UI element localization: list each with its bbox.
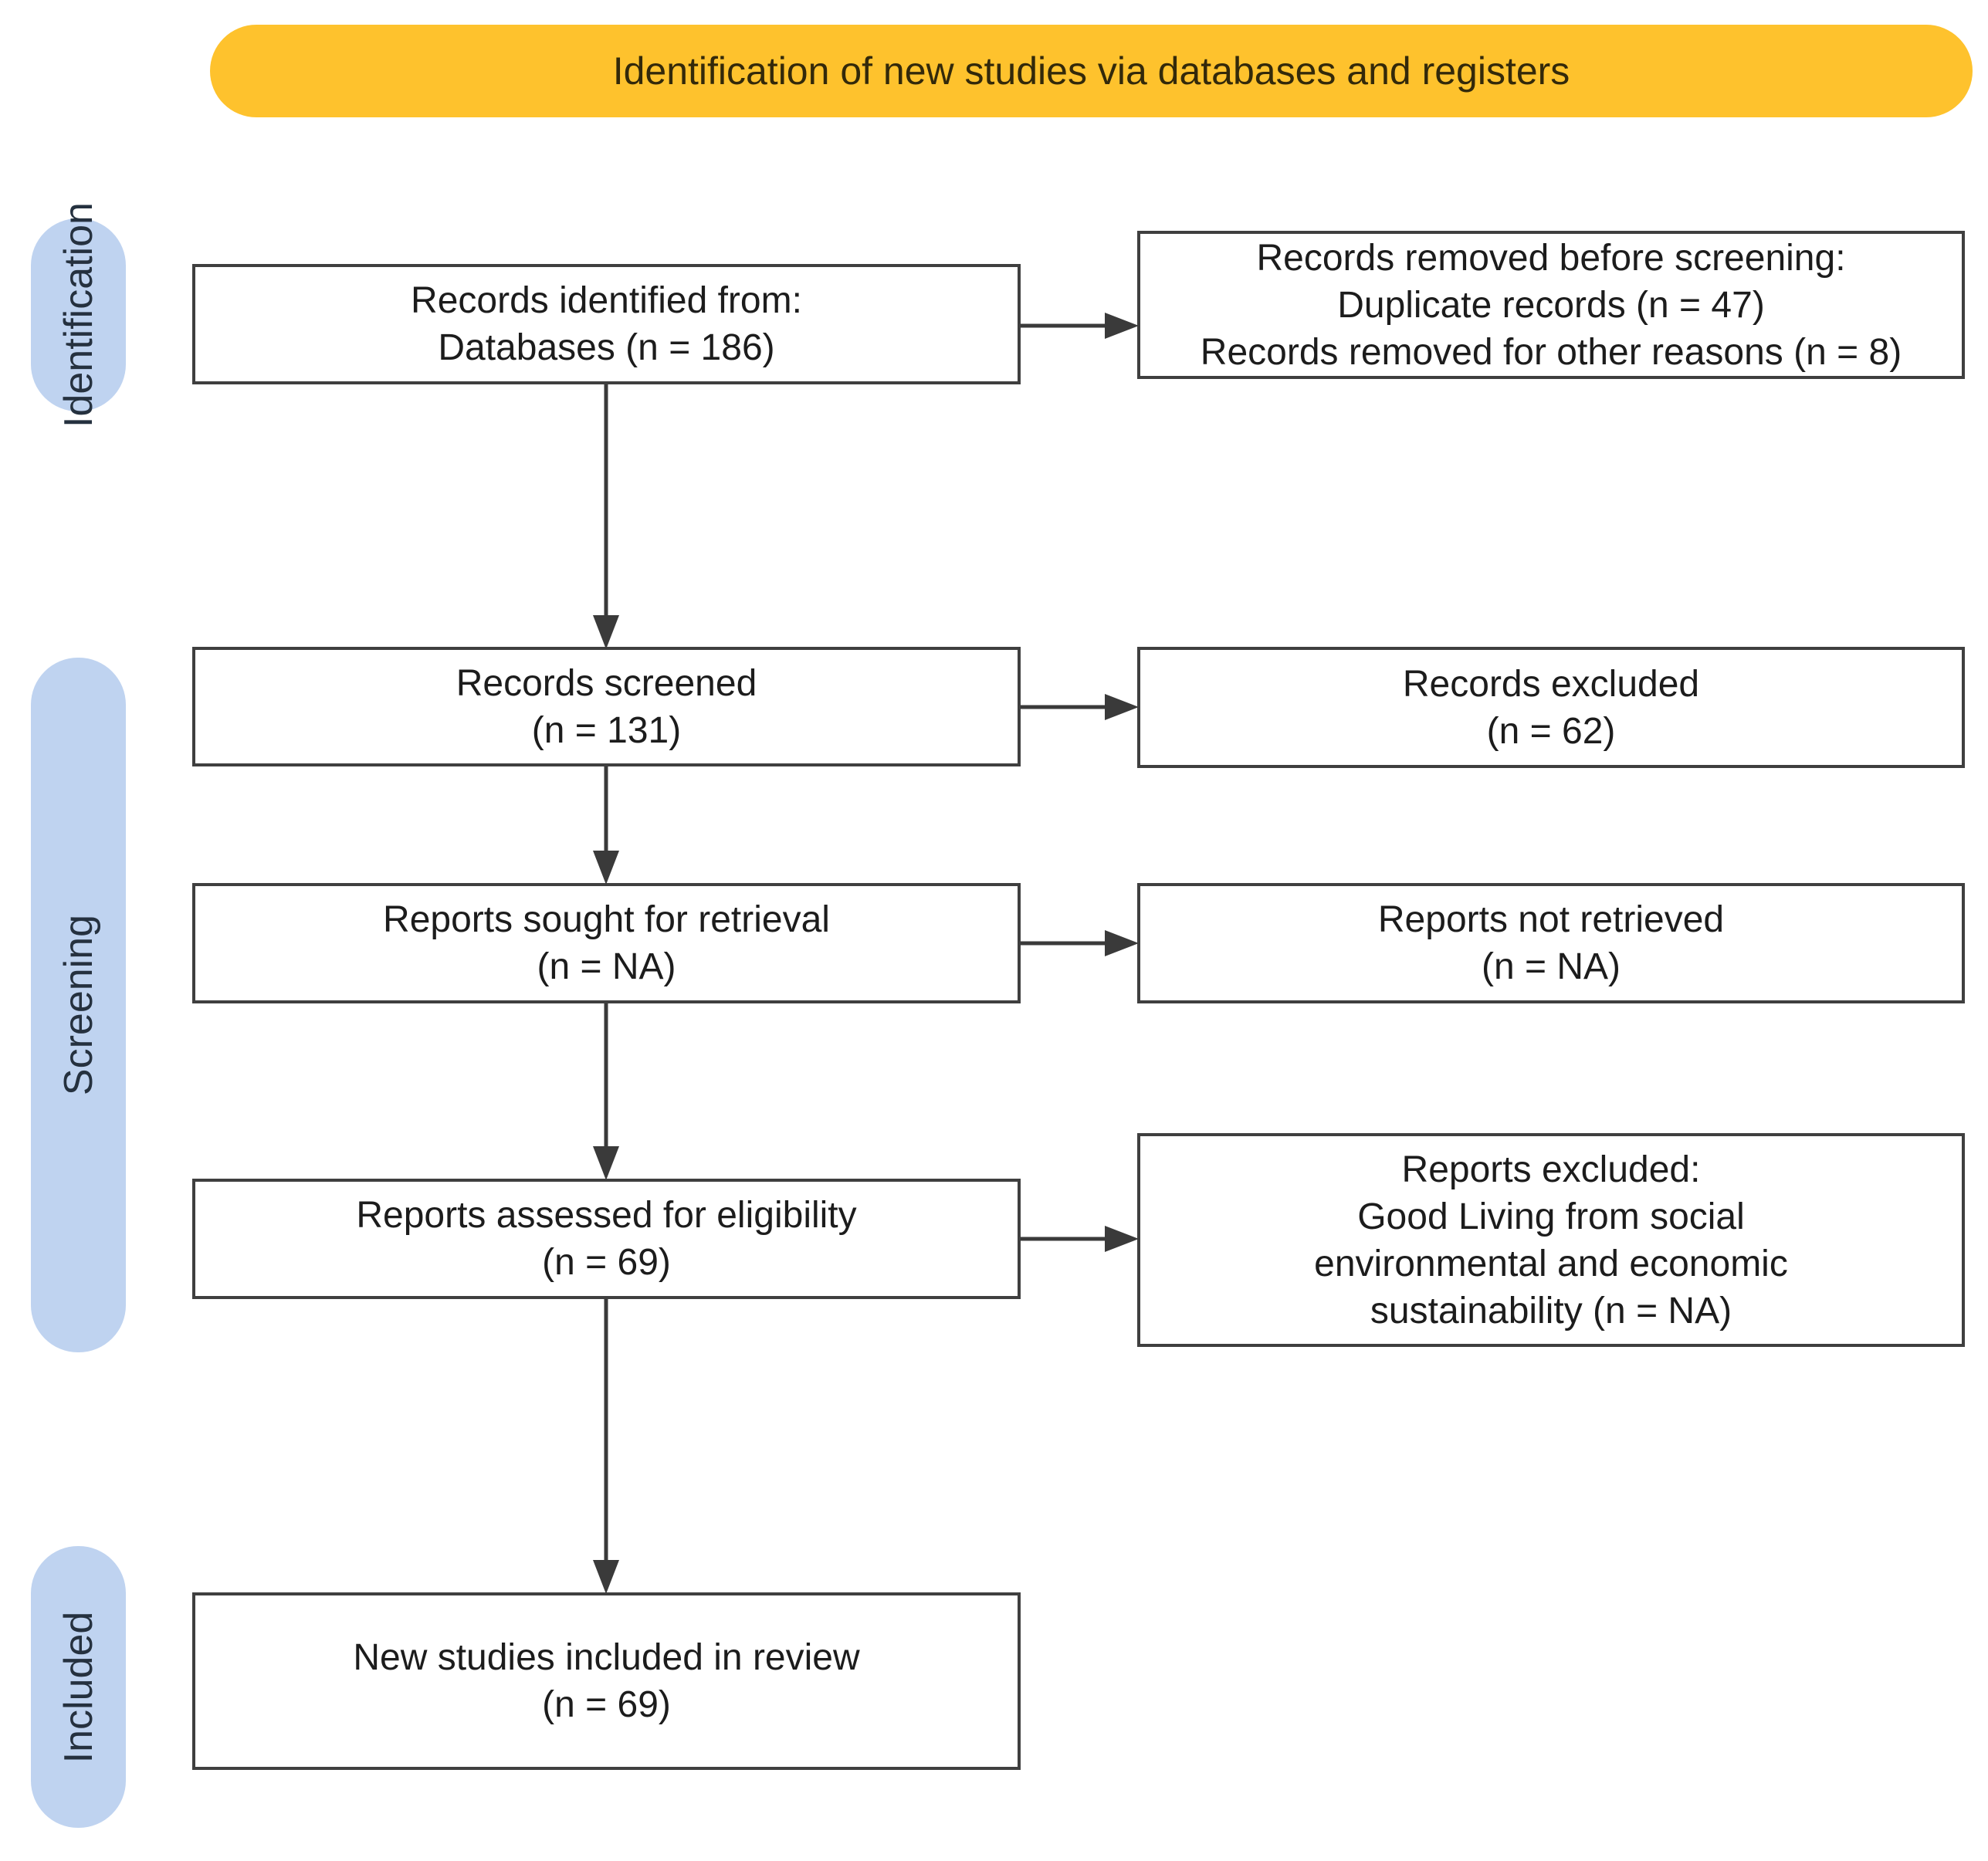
arrow-identified-to-removed (1021, 313, 1139, 339)
flow-box-text: Records identified from: (411, 280, 802, 321)
flow-box-reports-sought: Reports sought for retrieval (n = NA) (192, 883, 1021, 1003)
flow-box-text: (n = 62) (1486, 710, 1616, 752)
flow-box-reports-not-retrieved: Reports not retrieved (n = NA) (1137, 883, 1965, 1003)
stage-label-screening: Screening (56, 914, 101, 1096)
flow-box-text: (n = 69) (542, 1684, 671, 1725)
stage-label-identification: Identification (56, 202, 101, 428)
arrow-screened-to-sought (593, 766, 619, 885)
flow-box-reports-excluded: Reports excluded: Good Living from socia… (1137, 1133, 1965, 1347)
flow-box-text: sustainability (n = NA) (1370, 1290, 1732, 1331)
banner-title: Identification of new studies via databa… (210, 25, 1973, 117)
stage-pill-identification: Identification (31, 202, 126, 428)
stage-pill-screening: Screening (31, 658, 126, 1352)
flow-box-reports-assessed: Reports assessed for eligibility (n = 69… (192, 1179, 1021, 1299)
flow-box-text: Databases (n = 186) (438, 327, 775, 368)
arrow-sought-to-assessed (593, 1003, 619, 1180)
flow-box-text: (n = NA) (537, 946, 676, 987)
flow-box-text: New studies included in review (353, 1637, 860, 1678)
flow-box-text: Records screened (456, 662, 757, 704)
flow-box-text: Reports sought for retrieval (383, 899, 830, 940)
arrow-sought-to-not-retrieved (1021, 930, 1139, 956)
arrow-identified-to-screened (593, 384, 619, 649)
flow-box-text: Reports not retrieved (1377, 899, 1725, 940)
flow-box-text: Records removed before screening: (1256, 237, 1846, 279)
flow-box-records-identified: Records identified from: Databases (n = … (192, 264, 1021, 384)
flow-box-records-removed: Records removed before screening: Duplic… (1137, 231, 1965, 379)
arrow-assessed-to-reports-excluded (1021, 1226, 1139, 1252)
stage-label-included: Included (56, 1611, 101, 1763)
flow-box-text: (n = NA) (1481, 946, 1621, 987)
flow-box-text: (n = 131) (531, 709, 682, 751)
flow-box-text: (n = 69) (542, 1242, 671, 1283)
flow-box-text: Records removed for other reasons (n = 8… (1200, 331, 1902, 373)
flow-box-records-screened: Records screened (n = 131) (192, 647, 1021, 766)
flow-box-text: environmental and economic (1314, 1243, 1788, 1284)
flow-box-text: Good Living from social (1357, 1196, 1745, 1237)
arrow-assessed-to-included (593, 1299, 619, 1594)
stage-pill-included: Included (31, 1546, 126, 1828)
flow-box-text: Reports excluded: (1401, 1149, 1701, 1190)
flow-box-new-studies-included: New studies included in review (n = 69) (192, 1592, 1021, 1770)
flow-box-text: Duplicate records (n = 47) (1337, 284, 1765, 326)
flow-box-text: Reports assessed for eligibility (356, 1195, 857, 1236)
arrow-screened-to-excluded (1021, 694, 1139, 720)
flow-box-records-excluded: Records excluded (n = 62) (1137, 647, 1965, 768)
flow-box-text: Records excluded (1402, 663, 1700, 705)
